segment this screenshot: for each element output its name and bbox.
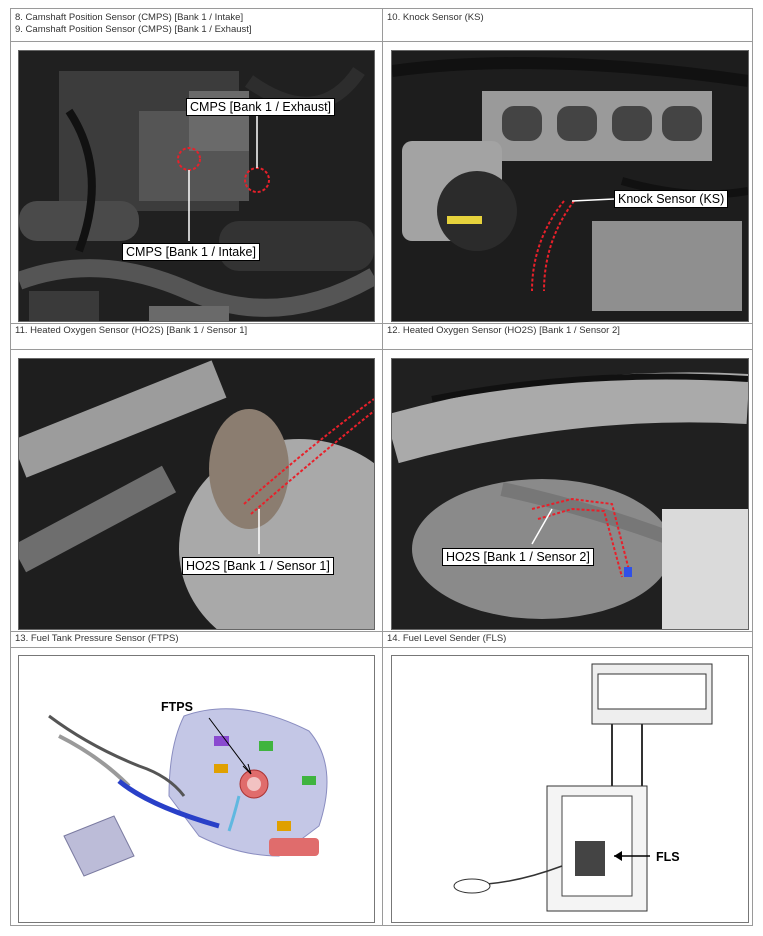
row-divider (11, 647, 752, 648)
knock-sensor-highlight (531, 200, 565, 292)
caption-ho2s-sensor1: 11. Heated Oxygen Sensor (HO2S) [Bank 1 … (15, 325, 248, 336)
label-ho2s-sensor2: HO2S [Bank 1 / Sensor 2] (442, 548, 594, 566)
sensor-table: 8. Camshaft Position Sensor (CMPS) [Bank… (10, 8, 753, 926)
row-divider (11, 349, 752, 350)
caption-fls: 14. Fuel Level Sender (FLS) (387, 633, 507, 644)
caption-cmps: 8. Camshaft Position Sensor (CMPS) [Bank… (15, 12, 252, 36)
row-divider (11, 323, 752, 324)
caption-cmps-intake: 8. Camshaft Position Sensor (CMPS) [Bank… (15, 12, 244, 23)
row-divider (11, 631, 752, 632)
column-divider (382, 9, 383, 925)
ho2s-sensor1-highlight (243, 398, 374, 505)
label-ho2s-sensor1: HO2S [Bank 1 / Sensor 1] (182, 557, 334, 575)
diagram-fuel-tank: FTPS (18, 655, 375, 923)
label-cmps-exhaust: CMPS [Bank 1 / Exhaust] (186, 98, 336, 116)
label-knock-sensor: Knock Sensor (KS) (614, 190, 729, 208)
ho2s-sensor2-highlight (531, 497, 631, 575)
photo-ho2s-sensor2: HO2S [Bank 1 / Sensor 2] (391, 358, 749, 630)
label-fls: FLS (656, 850, 680, 864)
photo-knock-sensor: Knock Sensor (KS) (391, 50, 749, 322)
row-divider (11, 41, 752, 42)
label-ftps: FTPS (161, 700, 193, 714)
photo-cmps-engine: CMPS [Bank 1 / Exhaust] CMPS [Bank 1 / I… (18, 50, 375, 322)
diagram-fuel-level-sender: FLS (391, 655, 749, 923)
caption-ftps: 13. Fuel Tank Pressure Sensor (FTPS) (15, 633, 179, 644)
label-cmps-intake: CMPS [Bank 1 / Intake] (122, 243, 260, 261)
caption-ho2s-sensor2: 12. Heated Oxygen Sensor (HO2S) [Bank 1 … (387, 325, 620, 336)
caption-knock-sensor: 10. Knock Sensor (KS) (387, 12, 484, 23)
photo-ho2s-sensor1: HO2S [Bank 1 / Sensor 1] (18, 358, 375, 630)
caption-cmps-exhaust: 9. Camshaft Position Sensor (CMPS) [Bank… (15, 24, 252, 35)
